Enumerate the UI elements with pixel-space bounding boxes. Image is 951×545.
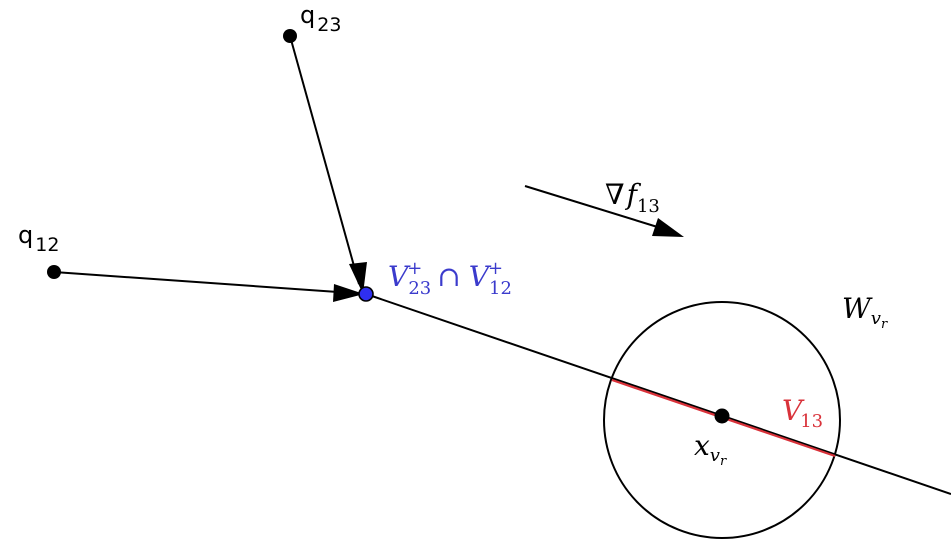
- gradient-arrowhead: [652, 218, 684, 237]
- label-v13: V13: [782, 394, 823, 432]
- label-gradient: ∇f13: [605, 178, 660, 217]
- point-q23: [283, 29, 297, 43]
- arrow-q23: [289, 35, 360, 285]
- main-line: [365, 293, 951, 495]
- neighborhood-circle: [603, 301, 841, 539]
- gradient-arrow: [524, 185, 665, 230]
- label-w: Wvr: [842, 292, 888, 332]
- arrowhead-q23: [349, 262, 367, 294]
- point-intersection: [358, 286, 374, 302]
- label-x: xvr: [694, 429, 727, 469]
- arrowhead-q12: [333, 284, 364, 302]
- label-intersection: V+23∩V+12: [388, 258, 512, 299]
- point-q12: [47, 265, 61, 279]
- arrow-q12: [53, 271, 353, 294]
- point-x: [714, 408, 730, 424]
